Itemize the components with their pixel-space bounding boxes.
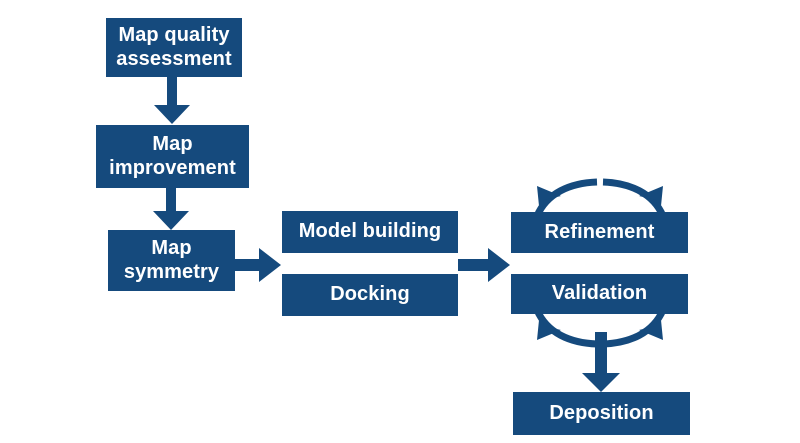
- arrow-improvement-to-symmetry: [153, 188, 189, 230]
- arrow-symmetry-to-building: [235, 248, 281, 282]
- arrow-cycle-to-deposition: [582, 332, 620, 392]
- node-label: Deposition: [549, 401, 654, 424]
- node-map-symmetry[interactable]: Map symmetry: [108, 230, 235, 291]
- node-model-building[interactable]: Model building: [282, 211, 458, 253]
- node-label: Model building: [298, 220, 442, 243]
- arc-refinement-validation-top: [533, 178, 667, 218]
- node-label: Map improvement: [109, 132, 236, 179]
- node-map-quality-assessment[interactable]: Map quality assessment: [106, 18, 242, 77]
- node-docking[interactable]: Docking: [282, 274, 458, 316]
- arc-refinement-validation-bottom: [533, 308, 667, 348]
- node-map-improvement[interactable]: Map improvement: [96, 125, 249, 188]
- node-refinement[interactable]: Refinement: [511, 212, 688, 253]
- node-deposition[interactable]: Deposition: [513, 392, 690, 435]
- node-validation[interactable]: Validation: [511, 274, 688, 314]
- node-label: Map quality assessment: [116, 23, 232, 70]
- arrow-quality-to-improvement: [154, 77, 190, 124]
- node-label: Validation: [551, 282, 648, 305]
- node-label: Map symmetry: [123, 236, 220, 283]
- arrow-building-to-refinement: [458, 248, 510, 282]
- node-label: Refinement: [544, 220, 655, 243]
- node-label: Docking: [330, 283, 410, 306]
